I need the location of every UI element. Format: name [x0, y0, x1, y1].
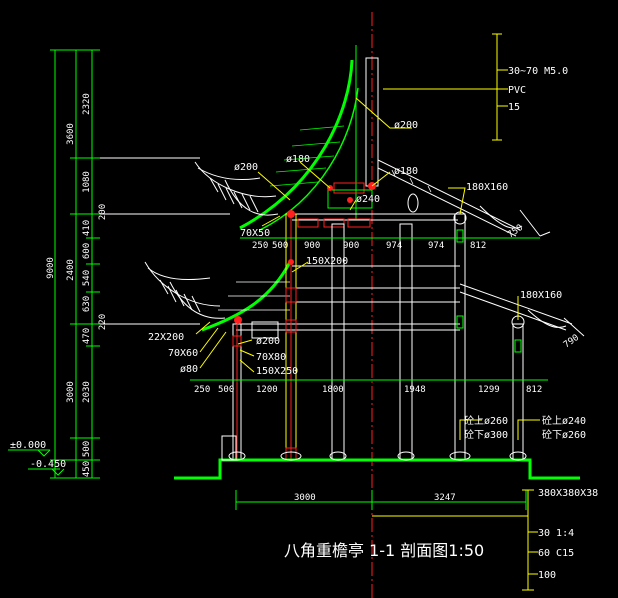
up-dim-1: 250 — [252, 241, 268, 251]
up-dim-3: 900 — [304, 241, 320, 251]
dim-inner-6: 630 — [82, 296, 92, 312]
callout-180x160-lower: 180X160 — [520, 290, 562, 301]
low-dim-5: 1948 — [404, 385, 426, 395]
callout-phi200-left: ø200 — [234, 162, 258, 173]
ground-line — [174, 435, 580, 480]
callout-180x160-upper: 180X160 — [466, 182, 508, 193]
callout-790: 790 — [562, 333, 581, 351]
low-dim-7: 812 — [526, 385, 542, 395]
callout-70x50: 70X50 — [240, 228, 270, 239]
low-dim-2: 500 — [218, 385, 234, 395]
up-dim-6: 974 — [428, 241, 444, 251]
dim-inner-3: 410 — [82, 220, 92, 236]
dim-small-1: 200 — [98, 204, 108, 220]
callout-phi180-right: ø180 — [394, 166, 418, 177]
up-dim-7: 812 — [470, 241, 486, 251]
callout-70x80: 70X80 — [256, 352, 286, 363]
dim-mid-3: 3000 — [66, 381, 76, 403]
left-dimension-lines — [50, 49, 230, 479]
callout-phi240: ø240 — [356, 194, 380, 205]
roof-material-3: 15 — [508, 102, 520, 113]
callout-col-bot-left: 砼下ø300 — [464, 428, 508, 441]
dim-inner-1: 2320 — [82, 93, 92, 115]
roof-material-2: PVC — [508, 85, 526, 96]
callout-col-bot-right: 砼下ø260 — [542, 428, 586, 441]
dim-inner-2: 1080 — [82, 171, 92, 193]
bottom-dimline — [235, 490, 527, 510]
bottom-dim-2: 3247 — [434, 493, 456, 503]
dim-inner-4: 600 — [82, 243, 92, 259]
dim-mid-1: 3600 — [66, 123, 76, 145]
callout-col-top-right: 砼上ø240 — [542, 414, 586, 427]
drawing-title: 八角重檐亭 1-1 剖面图1:50 — [284, 541, 484, 560]
callout-150x200: 150X200 — [306, 256, 348, 267]
level-marks — [8, 449, 65, 476]
low-dim-4: 1800 — [322, 385, 344, 395]
level-minus: -0.450 — [30, 459, 66, 470]
level-zero: ±0.000 — [10, 440, 46, 451]
dim-mid-2: 2400 — [66, 259, 76, 281]
dim-inner-5: 540 — [82, 270, 92, 286]
leader-lines — [195, 97, 540, 440]
dim-inner-7: 470 — [82, 328, 92, 344]
upper-roof-right — [377, 159, 551, 237]
up-dim-5: 974 — [386, 241, 402, 251]
foundation-material-2: 30 1:4 — [538, 528, 574, 539]
roof-material-bracket — [383, 33, 508, 141]
callout-150x250: 150X250 — [256, 366, 298, 377]
foundation-material-bracket — [372, 489, 538, 591]
low-dim-1: 250 — [194, 385, 210, 395]
callout-phi200-low: ø200 — [256, 336, 280, 347]
up-dim-4: 900 — [343, 241, 359, 251]
middle-beams — [236, 265, 460, 339]
dim-inner-8: 2030 — [82, 381, 92, 403]
dim-total-height: 9000 — [46, 257, 56, 279]
lower-roof-left — [144, 261, 292, 332]
dim-inner-10: 450 — [82, 461, 92, 477]
dim-inner-9: 500 — [82, 441, 92, 457]
low-dim-6: 1299 — [478, 385, 500, 395]
up-dim-2: 500 — [272, 241, 288, 251]
foundation-material-1: 380X380X38 — [538, 488, 598, 499]
upper-beams — [292, 182, 458, 228]
callout-22x200: 22X200 — [148, 332, 184, 343]
lower-roof-right — [459, 283, 585, 337]
foundation-material-3: 60 C15 — [538, 548, 574, 559]
bottom-dim-1: 3000 — [294, 493, 316, 503]
roof-material-1: 30~70 M5.0 — [508, 66, 568, 77]
callout-col-top-left: 砼上ø260 — [464, 414, 508, 427]
low-dim-3: 1200 — [256, 385, 278, 395]
callout-phi200-top: ø200 — [394, 120, 418, 131]
callout-phi180-left: ø180 — [286, 154, 310, 165]
callout-phi80: ø80 — [180, 364, 198, 375]
upper-roof-left — [194, 59, 359, 231]
foundation-material-4: 100 — [538, 570, 556, 581]
callout-70x60: 70X60 — [168, 348, 198, 359]
dim-small-2: 220 — [98, 314, 108, 330]
